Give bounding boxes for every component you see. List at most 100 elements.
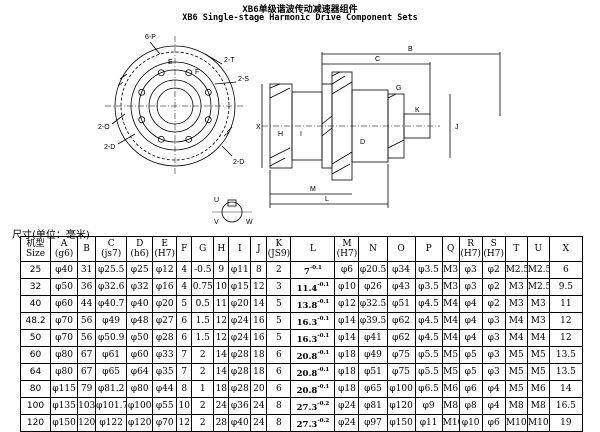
table-cell: φ75: [386, 346, 416, 364]
table-cell: M4: [504, 329, 528, 347]
label-m: M: [310, 186, 316, 193]
column-header: L: [290, 236, 336, 262]
bolt-hole: [185, 135, 193, 143]
column-header: F: [176, 236, 193, 262]
table-cell: φ3.5: [414, 261, 443, 279]
table-cell: φ60: [126, 346, 154, 364]
table-cell: φ6: [458, 380, 483, 398]
table-cell: M6: [441, 380, 460, 398]
table-cell: φ100: [386, 380, 416, 398]
table-cell: φ8: [458, 397, 483, 415]
table-cell: M5: [526, 346, 550, 364]
label-l: L: [325, 196, 329, 203]
table-cell: φ3: [481, 346, 506, 364]
table-cell: M5: [526, 363, 550, 381]
table-cell: M4: [441, 295, 460, 313]
table-cell: φ18: [334, 380, 360, 398]
table-cell: 6: [266, 346, 292, 364]
table-cell: 14: [213, 363, 230, 381]
table-cell: 36: [77, 278, 97, 296]
table-cell: 5: [176, 295, 193, 313]
table-cell: φ75: [386, 363, 416, 381]
table-cell: φ120: [126, 414, 154, 432]
table-cell: 60: [19, 346, 52, 364]
table-cell: 27.3-0.2: [290, 414, 336, 432]
table-cell: φ4: [481, 380, 506, 398]
table-cell: M3: [504, 295, 528, 313]
table-cell: φ24: [228, 329, 252, 347]
table-cell: 5: [266, 295, 292, 313]
table-cell: φ18: [334, 363, 360, 381]
table-cell: φ5: [458, 346, 483, 364]
table-cell: 50: [19, 329, 52, 347]
table-cell: φ70: [50, 312, 79, 330]
label-x: X: [256, 124, 261, 131]
table-cell: φ3: [458, 261, 483, 279]
table-cell: φ80: [126, 380, 154, 398]
unit-label: 尺寸(单位：毫米): [12, 230, 90, 241]
table-cell: φ14: [334, 312, 360, 330]
column-header: P: [414, 236, 443, 262]
table-cell: 25: [19, 261, 52, 279]
table-cell: φ40: [126, 295, 154, 313]
table-cell: φ20: [228, 295, 252, 313]
table-cell: M3: [441, 261, 460, 279]
table-cell: φ10: [458, 414, 483, 432]
table-cell: 9.5: [548, 278, 584, 296]
label-2t: 2-T: [224, 57, 235, 64]
table-cell: 18: [250, 346, 268, 364]
table-cell: 80: [19, 380, 52, 398]
table-cell: 6: [266, 363, 292, 381]
table-cell: φ97: [358, 414, 388, 432]
table-cell: 6: [176, 312, 193, 330]
table-cell: φ3: [458, 278, 483, 296]
table-cell: 48.2: [19, 312, 52, 330]
table-cell: 12: [548, 312, 584, 330]
table-cell: 24: [250, 397, 268, 415]
table-cell: 1.5: [191, 329, 215, 347]
table-cell: 8: [266, 397, 292, 415]
title-chinese: XB6单级谐波传动减速器组件: [242, 5, 358, 15]
table-cell: M4: [441, 329, 460, 347]
label-g: G: [396, 85, 401, 92]
table-cell: 67: [77, 363, 97, 381]
table-cell: 2: [191, 346, 215, 364]
label-h: H: [278, 131, 283, 138]
column-header: I: [228, 236, 252, 262]
table-cell: M10: [441, 414, 460, 432]
bolt-hole: [157, 135, 165, 143]
column-header: S(H7): [481, 236, 506, 262]
table-cell: φ36: [228, 397, 252, 415]
label-u: U: [214, 197, 219, 204]
table-cell: φ43: [386, 278, 416, 296]
table-cell: 18: [213, 380, 230, 398]
table-cell: 14: [548, 380, 584, 398]
table-cell: φ60: [50, 295, 79, 313]
table-cell: M2.5: [526, 278, 550, 296]
table-cell: φ115: [50, 380, 79, 398]
bolt-hole: [204, 116, 212, 124]
table-cell: φ32.6: [95, 278, 128, 296]
table-cell: 56: [77, 329, 97, 347]
column-header: M(H7): [334, 236, 360, 262]
table-cell: φ70: [152, 414, 178, 432]
table-cell: φ6: [481, 414, 506, 432]
table-cell: φ20.5: [358, 261, 388, 279]
table-cell: φ41: [358, 329, 388, 347]
table-cell: φ61: [95, 346, 128, 364]
table-cell: φ150: [386, 414, 416, 432]
table-cell: φ65: [95, 363, 128, 381]
table-cell: φ27: [152, 312, 178, 330]
label-d: D: [360, 139, 365, 146]
table-cell: 11: [213, 295, 230, 313]
table-cell: 6: [548, 261, 584, 279]
table-cell: φ39.5: [358, 312, 388, 330]
column-header: R(H7): [458, 236, 483, 262]
table-cell: φ4: [481, 397, 506, 415]
table-cell: M2.5: [504, 261, 528, 279]
table-cell: φ28: [152, 329, 178, 347]
table-cell: 44: [77, 295, 97, 313]
